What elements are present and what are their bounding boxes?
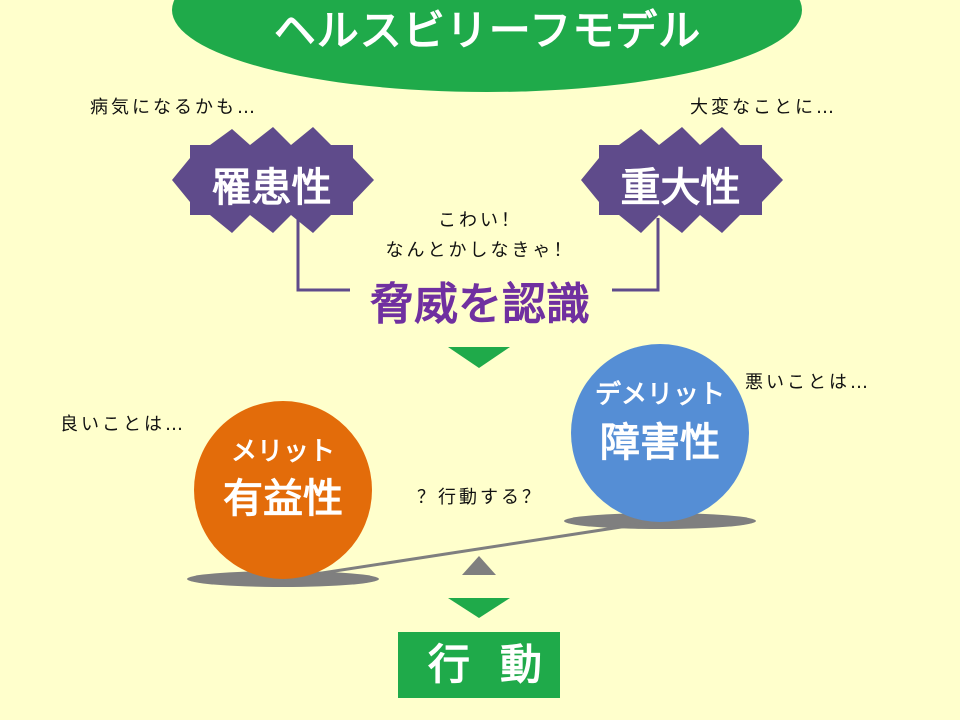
benefit-label-main: 有益性 [223, 476, 343, 522]
connector-right [612, 218, 660, 292]
benefit-label-top: メリット [230, 437, 335, 467]
title-ellipse [172, 0, 802, 92]
balance-beam [282, 519, 661, 581]
barrier-note: 悪いことは… [745, 372, 871, 393]
barrier-label-top: デメリット [594, 380, 725, 410]
diagram-title: ヘルスビリーフモデル [273, 6, 702, 55]
barrier-ball [571, 344, 749, 522]
severity-star [581, 127, 783, 233]
arrow-down-icon-2 [448, 598, 510, 618]
action-box: 行動 [398, 632, 560, 698]
arrow-down-icon [448, 347, 510, 368]
severity-label: 重大性 [620, 165, 741, 211]
fulcrum-icon [462, 556, 496, 575]
susceptibility-note: 病気になるかも… [90, 97, 258, 118]
susceptibility-label: 罹患性 [211, 165, 332, 211]
benefit-note: 良いことは… [60, 414, 186, 435]
threat-note-line2: なんとかしなきゃ！ [385, 240, 575, 261]
threat-note-line1: こわい！ [438, 210, 522, 231]
benefit-ball [194, 401, 372, 579]
connector-left [296, 218, 350, 292]
susceptibility-star [172, 127, 374, 233]
balance-question: ？行動する？ [417, 487, 543, 508]
barrier-label-main: 障害性 [600, 420, 720, 466]
threat-label: 脅威を認識 [370, 279, 590, 330]
severity-note: 大変なことに… [690, 97, 837, 118]
